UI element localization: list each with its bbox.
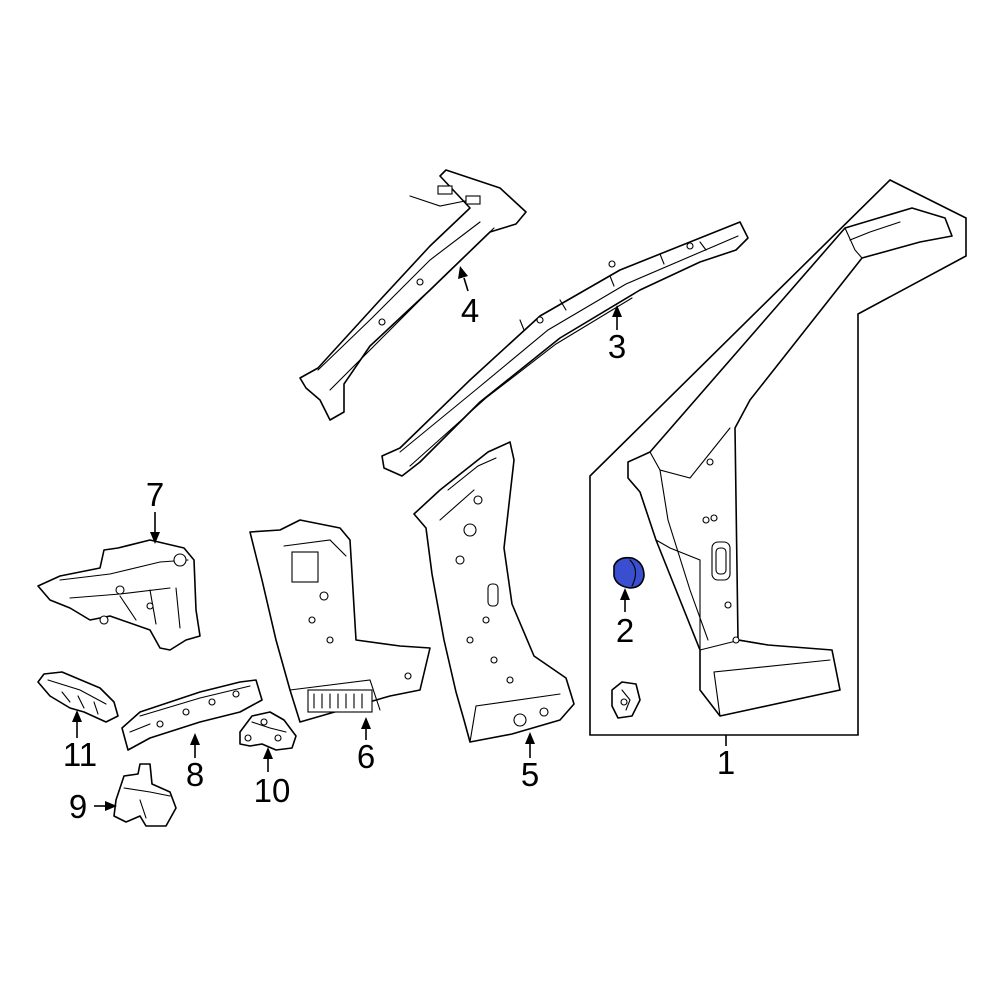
part-11-corner-piece[interactable] xyxy=(37,671,119,723)
part-3-roof-rail[interactable] xyxy=(381,221,749,477)
callout-7: 7 xyxy=(146,476,164,513)
part-10-hinge-bracket[interactable] xyxy=(239,711,297,751)
part-1-pillar-panel[interactable] xyxy=(627,207,953,717)
callout-2: 2 xyxy=(616,612,634,649)
part-1-group-frame xyxy=(589,179,967,736)
callout-5: 5 xyxy=(521,756,539,793)
callout-3: 3 xyxy=(608,328,626,365)
callout-4: 4 xyxy=(461,292,479,329)
part-2-plug-highlighted[interactable] xyxy=(613,556,645,589)
part-4-inner-rail[interactable] xyxy=(299,169,527,421)
part-5-center-pillar[interactable] xyxy=(413,441,575,743)
callout-10: 10 xyxy=(254,772,291,809)
part-9-small-bracket[interactable] xyxy=(113,763,177,827)
callout-8: 8 xyxy=(186,756,204,793)
callout-1: 1 xyxy=(717,744,735,781)
callout-6: 6 xyxy=(357,738,375,775)
part-6-center-pillar-inner[interactable] xyxy=(249,519,431,723)
part-1-small-bracket[interactable] xyxy=(611,681,641,719)
part-2-plug-edge xyxy=(629,559,637,587)
part-8-reinforcement[interactable] xyxy=(121,679,263,751)
leader-lines xyxy=(72,266,727,811)
callout-9: 9 xyxy=(69,788,87,825)
callout-11: 11 xyxy=(63,736,97,773)
part-7-bracket-assembly[interactable] xyxy=(37,539,201,651)
